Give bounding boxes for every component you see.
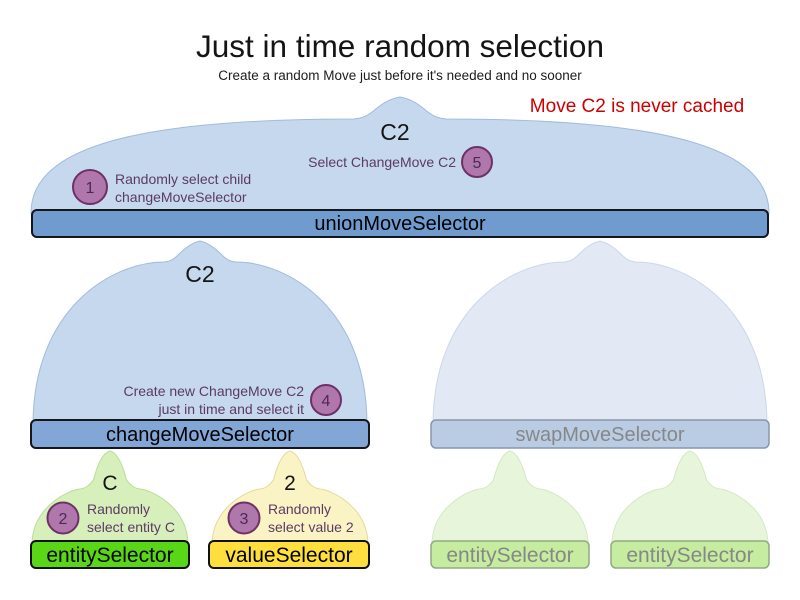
swap-move-selector-label: swapMoveSelector (516, 424, 685, 446)
step-circle-1 (72, 169, 108, 205)
change-move-selector-bar (30, 419, 370, 449)
value-output-label: 2 (284, 472, 296, 495)
page-subtitle: Create a random Move just before it's ne… (218, 68, 582, 83)
value-selector-bar (208, 540, 370, 569)
step-2-annotation-line-2: select entity C (87, 519, 175, 535)
step-number-5: 5 (473, 155, 482, 172)
swap-move-selector-bar (430, 419, 770, 449)
step-4-annotation-line-2: just in time and select it (157, 401, 304, 417)
change-output-label: C2 (185, 261, 214, 287)
faded-entity-selector-label-1: entitySelector (446, 544, 573, 567)
page-title: Just in time random selection (196, 28, 604, 64)
step-number-2: 2 (59, 511, 68, 528)
step-3-annotation-line-2: select value 2 (268, 519, 354, 535)
faded-entity-selector-bar-1 (430, 540, 590, 569)
step-circle-3 (227, 501, 261, 535)
faded-entity-funnel-shape-1 (431, 450, 589, 546)
faded-entity-funnel-shape-2 (611, 450, 769, 546)
step-circle-2 (46, 501, 80, 535)
change-move-selector-label: changeMoveSelector (106, 424, 294, 446)
entity-selector-bar (30, 540, 190, 569)
change-funnel-shape (32, 240, 368, 426)
faded-entity-selector-label-2: entitySelector (626, 544, 753, 567)
never-cached-note: Move C2 is never cached (530, 96, 744, 117)
union-move-selector-label: unionMoveSelector (314, 213, 486, 235)
step-1-annotation-line-1: Randomly select child (115, 171, 251, 187)
swap-funnel-shape-faded (432, 240, 768, 426)
union-move-selector-bar (31, 209, 769, 238)
step-3-annotation-line-1: Randomly (268, 501, 331, 517)
entity-output-label: C (102, 472, 117, 495)
step-2-annotation-line-1: Randomly (87, 501, 150, 517)
step-1-annotation-line-2: changeMoveSelector (115, 189, 247, 205)
step-number-4: 4 (322, 393, 331, 410)
value-selector-label: valueSelector (225, 544, 352, 567)
entity-selector-label: entitySelector (46, 544, 173, 567)
union-funnel-shape (30, 96, 770, 214)
step-number-1: 1 (86, 180, 95, 197)
step-circle-4 (310, 384, 342, 416)
step-5-annotation-line-1: Select ChangeMove C2 (308, 154, 456, 170)
step-circle-5 (461, 146, 493, 178)
union-output-label: C2 (380, 119, 409, 145)
step-4-annotation-line-1: Create new ChangeMove C2 (123, 383, 304, 399)
faded-entity-selector-bar-2 (610, 540, 770, 569)
step-number-3: 3 (240, 511, 249, 528)
